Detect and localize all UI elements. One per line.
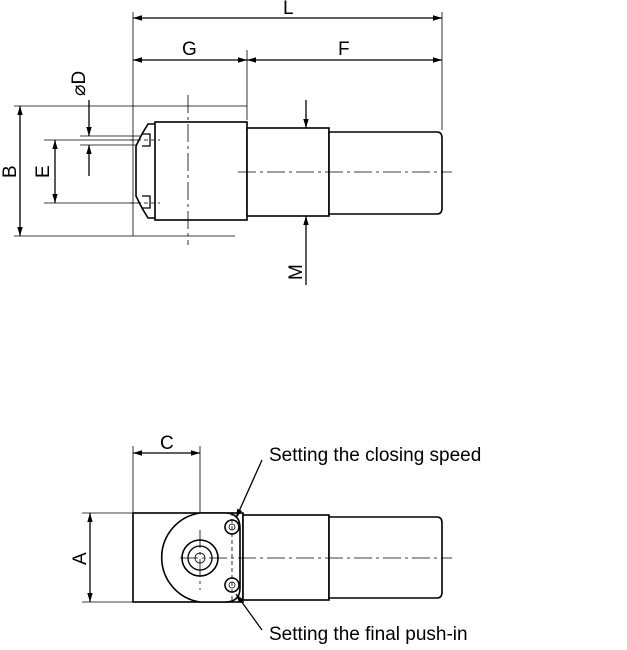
top-view-rod xyxy=(328,131,443,215)
label-L: L xyxy=(283,0,294,19)
label-E: E xyxy=(33,165,54,178)
leader-final-push-in xyxy=(235,593,263,631)
bottom-view-rod xyxy=(328,516,443,599)
annotation-closing-speed: Setting the closing speed xyxy=(269,445,481,466)
annotation-final-push-in: Setting the final push-in xyxy=(269,624,468,645)
label-B: B xyxy=(0,165,21,178)
bottom-view xyxy=(82,446,452,631)
label-M: M xyxy=(286,264,307,280)
label-G: G xyxy=(182,39,197,60)
top-view xyxy=(14,12,452,285)
label-C: C xyxy=(160,433,174,454)
bottom-view-housing xyxy=(242,514,330,601)
port-top xyxy=(142,133,151,147)
top-view-housing xyxy=(246,127,330,217)
label-F: F xyxy=(338,39,350,60)
top-view-block xyxy=(154,121,248,221)
leader-closing-speed xyxy=(235,459,263,519)
label-D: ⌀D xyxy=(69,71,90,96)
label-A: A xyxy=(70,552,91,565)
port-bottom xyxy=(142,195,151,209)
